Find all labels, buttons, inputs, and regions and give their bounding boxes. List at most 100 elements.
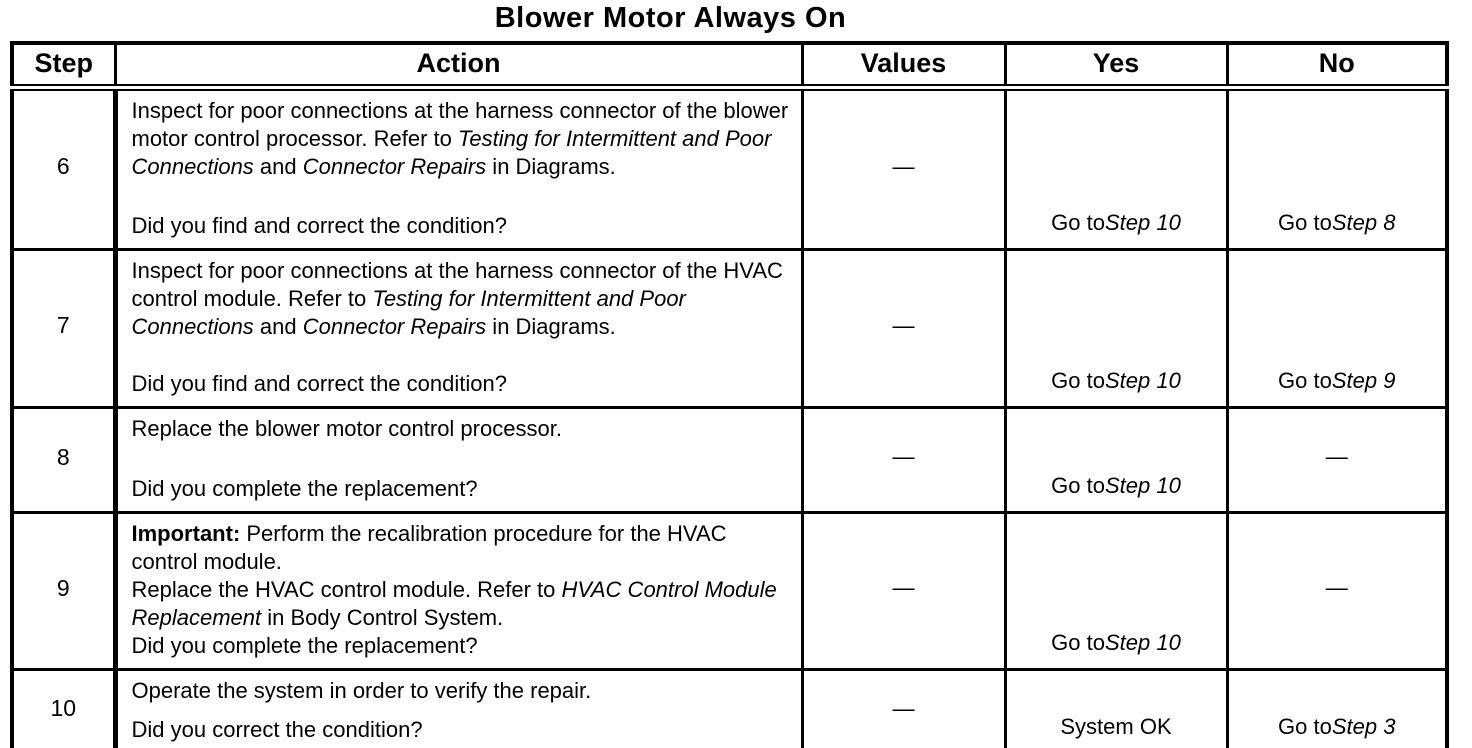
table-row-step-7: 7 Inspect for poor connections at the har… bbox=[10, 248, 1449, 409]
step-number: 6 bbox=[56, 153, 70, 179]
italic-text: Step 10 bbox=[1104, 630, 1181, 655]
action-cell: Operate the system in order to verify th… bbox=[112, 668, 804, 748]
action-content: Inspect for poor connections at the harn… bbox=[132, 257, 789, 398]
italic-text: Connector Repairs bbox=[302, 314, 487, 339]
page-title: Blower Motor Always On bbox=[494, 2, 847, 34]
yes-cell-text: Go to Step 10 bbox=[1011, 255, 1222, 396]
text-run: in Diagrams. bbox=[486, 154, 616, 179]
values-cell: — bbox=[800, 86, 1007, 251]
text-run: and bbox=[253, 314, 303, 339]
yes-cell-text: Go to Step 10 bbox=[1011, 518, 1222, 658]
italic-text: Connector Repairs bbox=[302, 154, 487, 179]
text-run: and bbox=[253, 154, 303, 179]
no-cell-text: — bbox=[1233, 413, 1442, 501]
text-run: Replace the blower motor control process… bbox=[131, 416, 562, 441]
yes-cell: Go to Step 10 bbox=[1003, 248, 1229, 409]
text-run: Perform the recalibration procedure for … bbox=[131, 521, 727, 574]
action-paragraph: Did you correct the condition? bbox=[132, 716, 789, 744]
header-values: Values bbox=[800, 41, 1007, 91]
italic-text: Step 10 bbox=[1104, 210, 1181, 235]
action-content: Operate the system in order to verify th… bbox=[132, 677, 789, 744]
table-header: Step Action Values Yes No bbox=[10, 41, 1449, 91]
header-row: Step Action Values Yes No bbox=[10, 41, 1449, 91]
step-cell: 6 bbox=[10, 86, 117, 251]
action-cell: Inspect for poor connections at the harn… bbox=[112, 248, 804, 409]
no-cell-text: — bbox=[1233, 518, 1442, 658]
italic-text: Step 9 bbox=[1331, 368, 1396, 393]
text-run: Go to bbox=[1051, 210, 1105, 235]
step-number: 7 bbox=[56, 312, 70, 338]
text-run: Go to bbox=[1278, 714, 1332, 739]
no-cell-text: Go to Step 9 bbox=[1233, 255, 1442, 396]
table-row-step-6: 6 Inspect for poor connections at the har… bbox=[10, 86, 1449, 251]
italic-text: Step 10 bbox=[1104, 473, 1181, 498]
step-cell: 9 bbox=[10, 511, 117, 671]
text-run: Did you complete the replacement? bbox=[131, 633, 478, 658]
action-paragraph: Replace the blower motor control process… bbox=[132, 415, 789, 443]
step-cell: 10 bbox=[10, 668, 117, 748]
text-run: Go to bbox=[1051, 630, 1105, 655]
action-paragraph: Did you find and correct the condition? bbox=[132, 370, 789, 398]
italic-text: Testing for Intermittent and Poor Connec… bbox=[131, 286, 686, 339]
table-row-step-10: 10 Operate the system in order to verify … bbox=[10, 668, 1449, 748]
text-run: Go to bbox=[1278, 368, 1332, 393]
action-paragraph: Inspect for poor connections at the harn… bbox=[132, 257, 789, 341]
text-run: in Diagrams. bbox=[486, 314, 616, 339]
header-yes: Yes bbox=[1003, 41, 1229, 91]
header-no: No bbox=[1225, 41, 1449, 91]
italic-text: Testing for Intermittent and Poor Connec… bbox=[131, 126, 772, 179]
no-cell: Go to Step 8 bbox=[1225, 86, 1449, 251]
text-run: — bbox=[1325, 575, 1348, 600]
action-paragraph: Did you complete the replacement? bbox=[132, 632, 789, 660]
yes-cell: System OK bbox=[1003, 668, 1229, 748]
yes-cell: Go to Step 10 bbox=[1003, 86, 1229, 251]
yes-cell-text: Go to Step 10 bbox=[1011, 95, 1222, 238]
header-action: Action bbox=[113, 41, 804, 91]
italic-text: HVAC Control Module Replacement bbox=[131, 577, 777, 630]
text-run: — bbox=[892, 312, 915, 338]
values-cell: — bbox=[800, 406, 1007, 514]
title-wrap: Blower Motor Always On bbox=[10, 0, 1445, 41]
step-number: 10 bbox=[50, 695, 77, 721]
action-paragraph: Inspect for poor connections at the harn… bbox=[132, 97, 789, 181]
action-paragraph: Did you find and correct the condition? bbox=[132, 212, 789, 240]
text-run: Inspect for poor connections at the harn… bbox=[131, 98, 789, 151]
action-paragraph: Did you complete the replacement? bbox=[132, 475, 789, 503]
action-content: Inspect for poor connections at the harn… bbox=[132, 97, 789, 240]
step-cell: 7 bbox=[10, 248, 117, 409]
action-paragraph: Important: Perform the recalibration pro… bbox=[132, 520, 789, 576]
yes-cell-text: Go to Step 10 bbox=[1011, 413, 1222, 501]
step-number: 8 bbox=[56, 443, 70, 470]
step-cell: 8 bbox=[10, 406, 117, 514]
text-run: Did you find and correct the condition? bbox=[131, 371, 507, 396]
action-paragraph: Operate the system in order to verify th… bbox=[132, 677, 789, 705]
no-cell: Go to Step 9 bbox=[1225, 248, 1449, 409]
values-cell-text: — bbox=[808, 95, 1000, 238]
text-run: Go to bbox=[1051, 473, 1105, 498]
text-run: System OK bbox=[1060, 714, 1172, 739]
text-run: — bbox=[892, 575, 915, 600]
text-run: — bbox=[892, 153, 915, 179]
no-cell: Go to Step 3 bbox=[1225, 668, 1449, 748]
text-run: Go to bbox=[1278, 210, 1332, 235]
action-cell: Important: Perform the recalibration pro… bbox=[112, 511, 804, 671]
text-run: Inspect for poor connections at the harn… bbox=[131, 258, 783, 311]
action-paragraph: Replace the HVAC control module. Refer t… bbox=[132, 576, 789, 632]
text-run: Did you complete the replacement? bbox=[131, 476, 478, 501]
text-run: in Body Control System. bbox=[261, 605, 504, 630]
step-number: 9 bbox=[56, 574, 70, 601]
values-cell-text: — bbox=[808, 518, 1000, 658]
no-cell: — bbox=[1225, 406, 1449, 514]
yes-cell: Go to Step 10 bbox=[1003, 511, 1229, 671]
header-step: Step bbox=[10, 41, 117, 91]
action-cell: Inspect for poor connections at the harn… bbox=[112, 86, 804, 251]
values-cell-text: — bbox=[808, 255, 1000, 396]
table-row-step-9: 9 Important: Perform the recalibration pr… bbox=[10, 511, 1449, 671]
text-run: Replace the HVAC control module. Refer t… bbox=[131, 577, 562, 602]
values-cell-text: — bbox=[808, 413, 1000, 501]
action-content: Replace the blower motor control process… bbox=[132, 415, 789, 503]
text-run: Operate the system in order to verify th… bbox=[131, 678, 592, 703]
values-cell: — bbox=[800, 248, 1007, 409]
